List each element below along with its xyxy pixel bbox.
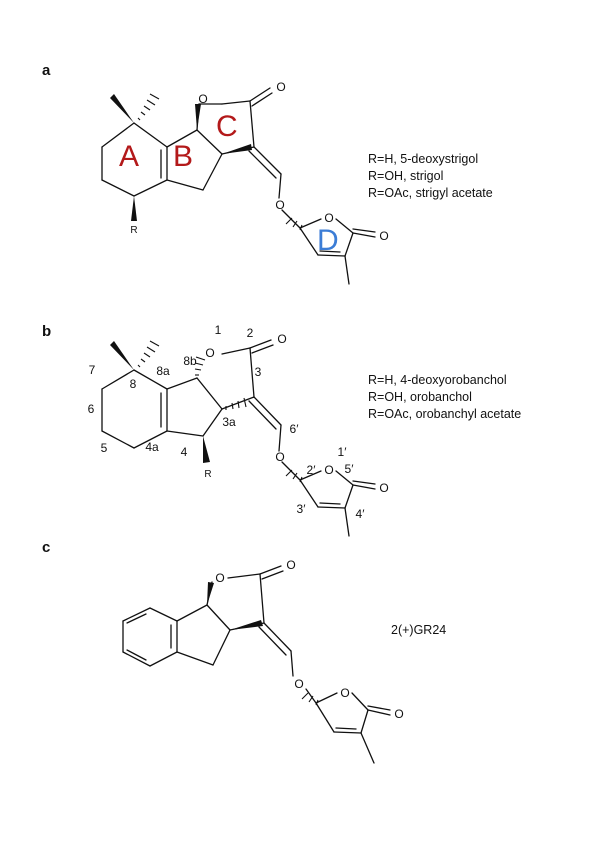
atom-o-carbonyl-c: O [276, 80, 285, 94]
position-2: 2 [247, 326, 254, 340]
position-3: 3 [255, 365, 262, 379]
panel-c: c [42, 539, 446, 764]
atom-o-ring-d: O [324, 211, 333, 225]
substituent-line-1: R=H, 4-deoxyorobanchol [368, 373, 507, 387]
panel-a: a [42, 62, 493, 285]
gr24-skeleton [122, 565, 391, 764]
ring-label-a: A [119, 140, 139, 173]
r-group-label: R [130, 225, 137, 236]
position-3-prime: 3′ [297, 502, 307, 516]
panel-c-label: c [42, 539, 50, 556]
position-7: 7 [89, 363, 96, 377]
position-8: 8 [130, 377, 137, 391]
position-3a: 3a [222, 415, 236, 429]
atom-o-enol-ether: O [275, 450, 284, 464]
atom-o-carbonyl-d: O [379, 229, 388, 243]
position-5: 5 [101, 441, 108, 455]
atom-o-enol-ether: O [275, 198, 284, 212]
position-4a: 4a [145, 440, 159, 454]
position-8b: 8b [183, 354, 197, 368]
atom-o-enol-ether: O [294, 677, 303, 691]
panel-b-label: b [42, 323, 51, 340]
ring-label-b: B [173, 140, 193, 173]
position-1-prime: 1′ [338, 445, 348, 459]
position-4: 4 [181, 445, 188, 459]
position-4-prime: 4′ [356, 507, 366, 521]
atom-o-carbonyl-2: O [277, 332, 286, 346]
panel-a-label: a [42, 62, 51, 79]
atom-o-1: O [205, 346, 214, 360]
atom-o-ring-c: O [215, 571, 224, 585]
atom-o-carbonyl-5-prime: O [379, 481, 388, 495]
atom-o-1-prime: O [324, 463, 333, 477]
position-1: 1 [215, 323, 222, 337]
substituent-line-1: R=H, 5-deoxystrigol [368, 152, 478, 166]
panel-b: b [42, 323, 521, 537]
ring-label-c: C [216, 110, 238, 143]
substituent-line-3: R=OAc, orobanchyl acetate [368, 407, 521, 421]
atom-o-ring-c: O [198, 92, 207, 106]
position-8a: 8a [156, 364, 170, 378]
position-6-prime: 6′ [290, 422, 300, 436]
strigol-skeleton [101, 87, 376, 285]
orobanchol-skeleton [101, 339, 376, 537]
substituent-line-3: R=OAc, strigyl acetate [368, 186, 493, 200]
atom-o-carbonyl-c: O [286, 558, 295, 572]
atom-o-carbonyl-d: O [394, 707, 403, 721]
position-5-prime: 5′ [345, 462, 355, 476]
position-2-prime: 2′ [307, 463, 317, 477]
substituent-line-2: R=OH, orobanchol [368, 390, 472, 404]
atom-o-ring-d: O [340, 686, 349, 700]
position-6: 6 [88, 402, 95, 416]
substituent-line-2: R=OH, strigol [368, 169, 443, 183]
r-group-label: R [204, 469, 211, 480]
ring-label-d: D [317, 224, 339, 257]
compound-name: 2(+)GR24 [391, 623, 446, 637]
